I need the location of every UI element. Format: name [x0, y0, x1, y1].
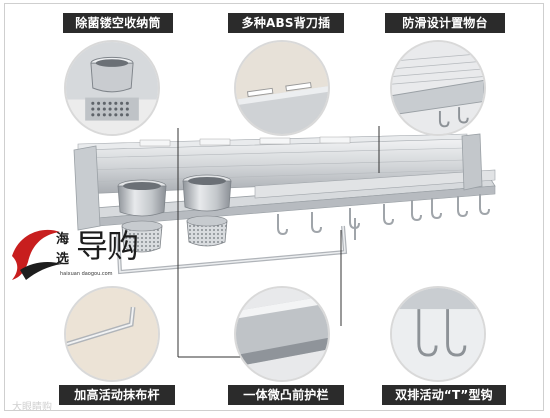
detail-circle-t-hooks	[390, 286, 486, 382]
detail-circle-shelf	[390, 40, 486, 136]
logo-name: 导购	[76, 227, 139, 265]
caption-knife-slots: 多种ABS背刀插	[228, 13, 344, 33]
logo-swoosh-icon	[12, 229, 62, 280]
logo-char-xuan: 选	[56, 252, 70, 267]
logo-char-hai: 海	[56, 232, 70, 247]
logo-url: haixuan daogou.com	[60, 271, 113, 277]
caption-towel-bar: 加高活动抹布杆	[59, 385, 175, 405]
caption-t-hooks: 双排活动“T”型钩	[382, 385, 506, 405]
watermark: 大眼睛购	[12, 402, 52, 413]
detail-circle-knife-slots	[234, 40, 330, 136]
caption-shelf: 防滑设计置物台	[385, 13, 505, 33]
caption-front-rail: 一体微凸前护栏	[228, 385, 344, 405]
detail-circle-utensil-holder	[64, 40, 160, 136]
caption-utensil-holder: 除菌镂空收纳筒	[63, 13, 173, 33]
detail-circle-front-rail	[234, 286, 330, 382]
detail-circle-towel-bar	[64, 286, 160, 382]
